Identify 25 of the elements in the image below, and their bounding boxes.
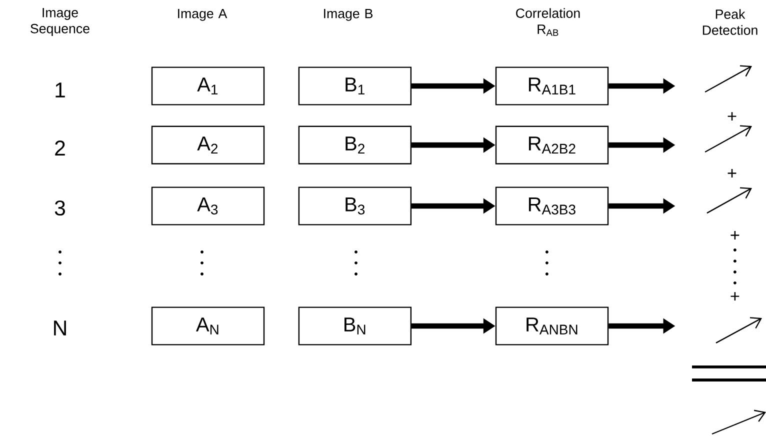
plus-sign: + [728,112,736,121]
column-header: Image Sequence [30,8,90,36]
row-number: 2 [55,140,65,156]
plus-sign: + [728,169,736,178]
column-header: Image B [324,8,372,21]
column-header: Image A [178,8,228,21]
image-box: R$_{A1B1}$ [495,66,609,106]
column-header: Peak Detection [702,9,758,35]
image-box: B$_{1}$ [298,66,412,106]
row-number: 3 [54,200,65,216]
image-box: A$_{2}$ [151,126,265,164]
plus-sign: + [730,231,740,240]
plus-sign: + [730,292,740,301]
image-box: A$_{1}$ [151,66,265,106]
image-box: B$_{3}$ [298,186,412,226]
column-header: Correlation R$_{AB}$ [516,8,580,36]
row-number: 1 [56,82,65,98]
row-number: N [54,320,66,336]
image-box: R$_{ANBN}$ [495,306,609,346]
image-box: A$_{3}$ [151,186,265,226]
image-box: B$_{2}$ [298,126,412,164]
image-box: R$_{A3B3}$ [495,186,609,226]
image-box: B$_{N}$ [298,306,412,346]
image-box: A$_{N}$ [151,306,265,346]
image-box: R$_{A2B2}$ [495,126,609,164]
